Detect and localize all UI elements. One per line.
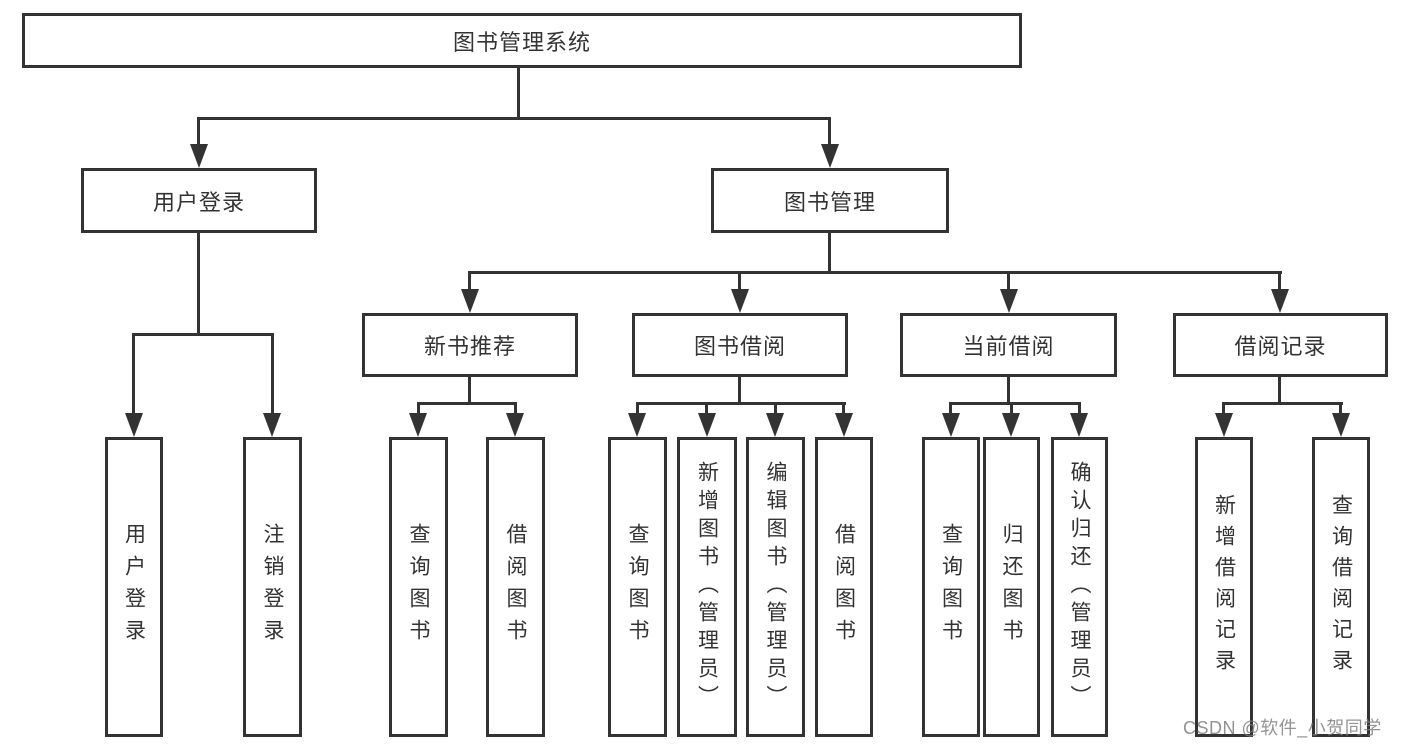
connector-line [271,333,274,415]
connector-line [1278,271,1281,291]
arrow-down [942,413,960,437]
connector-line [1010,402,1013,416]
connector-line [705,402,708,416]
arrow-down [821,144,839,168]
connector-line [197,233,200,335]
connector-line [197,117,200,147]
leaf-query-borrow-record: 查询借阅记录 [1312,437,1370,737]
leaf-label: 查询图书 [626,523,649,651]
leaf-label: 编辑图书（管理员） [764,461,787,713]
arrow-down [125,413,143,437]
leaf-label: 查询图书 [407,523,430,651]
arrow-down [628,413,646,437]
connector-line [738,271,741,291]
node-library-system: 图书管理系统 [22,13,1022,68]
leaf-label: 归还图书 [1000,523,1023,651]
connector-line [468,271,1282,274]
leaf-label: 查询图书 [939,523,963,651]
node-current-borrowing: 当前借阅 [900,313,1117,377]
leaf-label: 新增图书（管理员） [695,461,719,713]
connector-line [842,402,845,416]
arrow-down [1002,413,1020,437]
connector-line [468,271,471,291]
leaf-label: 用户登录 [122,523,146,651]
arrow-down [190,144,208,168]
connector-line [828,117,831,147]
leaf-label: 注销登录 [261,523,284,651]
node-borrowing-records: 借阅记录 [1173,313,1388,377]
connector-line [949,402,952,416]
leaf-borrow-books-recommend: 借阅图书 [486,437,545,737]
connector-line [738,377,741,404]
connector-line [417,402,517,405]
connector-line [949,402,1081,405]
arrow-down [1215,413,1233,437]
leaf-query-books-current: 查询图书 [922,437,980,737]
leaf-query-books-borrowing: 查询图书 [608,437,667,737]
node-book-management: 图书管理 [711,168,949,233]
leaf-add-books-admin: 新增图书（管理员） [677,437,737,737]
connector-line [132,333,135,415]
arrow-down [766,413,784,437]
connector-line [132,333,274,336]
leaf-label: 借阅图书 [504,523,527,651]
connector-line [774,402,777,416]
connector-line [417,402,420,416]
leaf-label: 借阅图书 [832,523,856,651]
leaf-query-books-recommend: 查询图书 [389,437,448,737]
leaf-label: 新增借阅记录 [1212,494,1236,680]
node-user-login: 用户登录 [81,168,317,233]
leaf-label: 确认归还（管理员） [1068,461,1091,713]
connector-line [514,402,517,416]
leaf-label: 查询借阅记录 [1329,494,1353,680]
arrow-down [731,289,749,313]
connector-line [1222,402,1225,416]
connector-line [517,68,520,118]
node-new-book-recommendation: 新书推荐 [362,313,578,377]
csdn-watermark: CSDN @软件_小贺同学 [1183,718,1382,738]
connector-line [468,377,471,404]
connector-line [197,117,831,120]
leaf-add-borrow-record: 新增借阅记录 [1195,437,1253,737]
arrow-down [409,413,427,437]
arrow-down [461,289,479,313]
leaf-return-books: 归还图书 [983,437,1040,737]
arrow-down [1271,289,1289,313]
arrow-down [1000,289,1018,313]
leaf-logout: 注销登录 [243,437,302,737]
arrow-down [1332,413,1350,437]
connector-line [636,402,639,416]
connector-line [828,233,831,273]
arrow-down [698,413,716,437]
connector-line [1222,402,1343,405]
connector-line [1339,402,1342,416]
connector-line [1278,377,1281,404]
node-book-borrowing: 图书借阅 [632,313,848,377]
connector-line [1078,402,1081,416]
arrow-down [506,413,524,437]
leaf-user-login: 用户登录 [105,437,163,737]
connector-line [636,402,846,405]
connector-line [1007,271,1010,291]
arrow-down [835,413,853,437]
leaf-confirm-return-admin: 确认归还（管理员） [1051,437,1108,737]
arrow-down [263,413,281,437]
connector-line [1007,377,1010,404]
leaf-edit-books-admin: 编辑图书（管理员） [746,437,805,737]
leaf-borrow-books: 借阅图书 [815,437,873,737]
arrow-down [1070,413,1088,437]
